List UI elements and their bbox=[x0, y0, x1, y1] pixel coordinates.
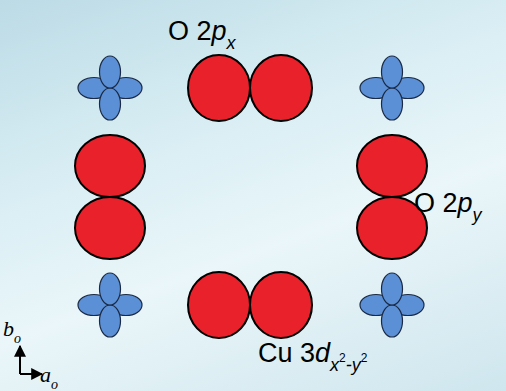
label-text: b bbox=[3, 318, 14, 340]
label-text: o bbox=[14, 332, 21, 346]
b-axis-arrow bbox=[19, 346, 21, 374]
b-axis-label: bo bbox=[3, 318, 21, 340]
label-text: -y bbox=[346, 356, 361, 374]
o-2px-label: O 2px bbox=[168, 18, 236, 45]
label-text: O 2 bbox=[414, 190, 458, 217]
label-text: O 2 bbox=[168, 18, 212, 45]
o-2px-orbital bbox=[188, 272, 312, 338]
label-text: d bbox=[315, 340, 330, 367]
label-text: x bbox=[227, 34, 236, 52]
cu-3d-orbital bbox=[360, 56, 424, 120]
label-text: Cu 3 bbox=[258, 340, 315, 367]
label-text: a bbox=[40, 364, 51, 386]
label-text: x bbox=[330, 356, 339, 374]
cu-3d-orbital bbox=[360, 273, 424, 337]
label-text: o bbox=[51, 378, 58, 391]
o-2py-orbital bbox=[75, 135, 145, 259]
label-text: 2 bbox=[339, 352, 346, 364]
cu-3d-label: Cu 3dx2-y2 bbox=[258, 340, 367, 367]
label-text: y bbox=[473, 206, 482, 224]
label-text: p bbox=[212, 18, 227, 45]
label-text: p bbox=[458, 190, 473, 217]
a-axis-label: ao bbox=[40, 364, 58, 386]
cu-3d-orbital bbox=[78, 273, 142, 337]
a-axis-arrow bbox=[20, 373, 42, 375]
cu-3d-orbital bbox=[78, 56, 142, 120]
o-2py-label: O 2py bbox=[414, 190, 482, 217]
label-text: 2 bbox=[361, 352, 368, 364]
o-2px-orbital bbox=[188, 55, 312, 121]
